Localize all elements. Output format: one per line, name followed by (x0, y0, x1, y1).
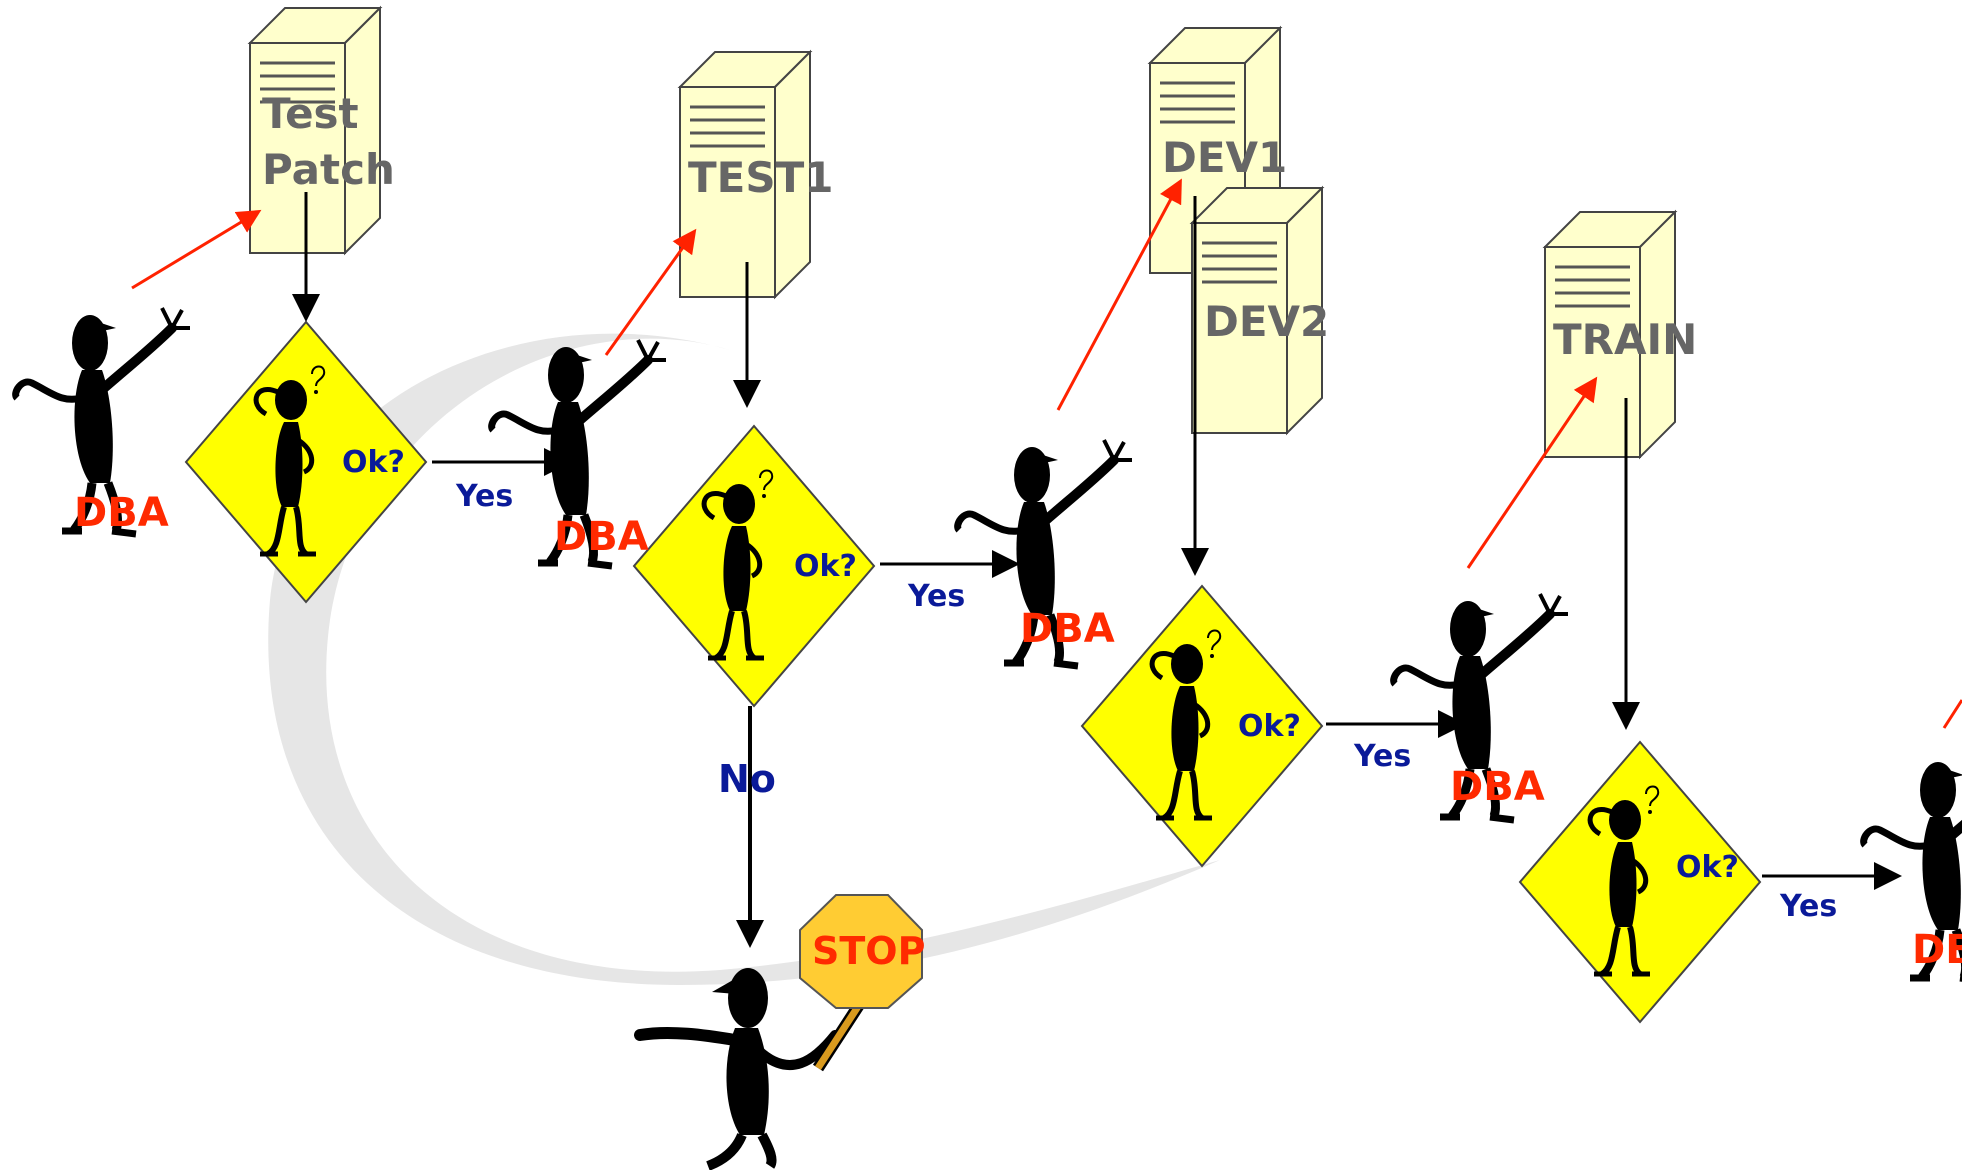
server-label-patch: Patch (262, 145, 395, 194)
decision-label-3: Ok? (1238, 709, 1301, 744)
dba-label-2: DBA (554, 514, 649, 560)
dba-label-1: DBA (74, 490, 169, 536)
server-label-dev2: DEV2 (1204, 297, 1329, 346)
red-arrow-4 (1466, 376, 1598, 569)
yes-label-4: Yes (1779, 889, 1837, 924)
dba-figure-3: DBA (958, 440, 1132, 666)
dba-label-3: DBA (1020, 606, 1115, 652)
red-arrow-1 (131, 209, 262, 290)
dba-figure-2: DBA (492, 340, 666, 566)
yes-label-3: Yes (1353, 739, 1411, 774)
server-test1: TEST1 (678, 50, 833, 299)
red-arrow-5 (1942, 699, 1962, 729)
dba-figure-5: DBA (1864, 755, 1962, 981)
decision-diamond-4: Ok? (1520, 742, 1760, 1022)
server-test-patch: Test Patch (248, 6, 395, 255)
server-dev2: DEV2 (1190, 186, 1329, 435)
server-label-test: Test (262, 89, 359, 138)
stop-sign: STOP (799, 894, 925, 1009)
decision-label-4: Ok? (1676, 850, 1739, 885)
no-label: No (718, 757, 776, 801)
red-arrow-2 (604, 228, 697, 356)
yes-label-1: Yes (455, 479, 513, 514)
server-label-test1: TEST1 (688, 153, 833, 202)
dba-label-5: DBA (1912, 927, 1962, 973)
decision-diamond-3: Ok? (1082, 586, 1322, 866)
decision-diamond-2: Ok? (634, 426, 874, 706)
server-train: TRAIN (1543, 210, 1697, 459)
red-arrow-3 (1056, 178, 1182, 411)
yes-label-2: Yes (907, 579, 965, 614)
decision-label-1: Ok? (342, 445, 405, 480)
dba-label-4: DBA (1450, 764, 1545, 810)
stop-label: STOP (812, 929, 925, 973)
server-dev1: DEV1 (1148, 26, 1287, 275)
decision-diamond-1: Ok? (186, 322, 426, 602)
dba-figure-1: DBA (16, 308, 190, 536)
dba-figure-4: DBA (1394, 594, 1568, 820)
server-label-train: TRAIN (1553, 315, 1697, 364)
server-label-dev1: DEV1 (1162, 133, 1287, 182)
decision-label-2: Ok? (794, 549, 857, 584)
